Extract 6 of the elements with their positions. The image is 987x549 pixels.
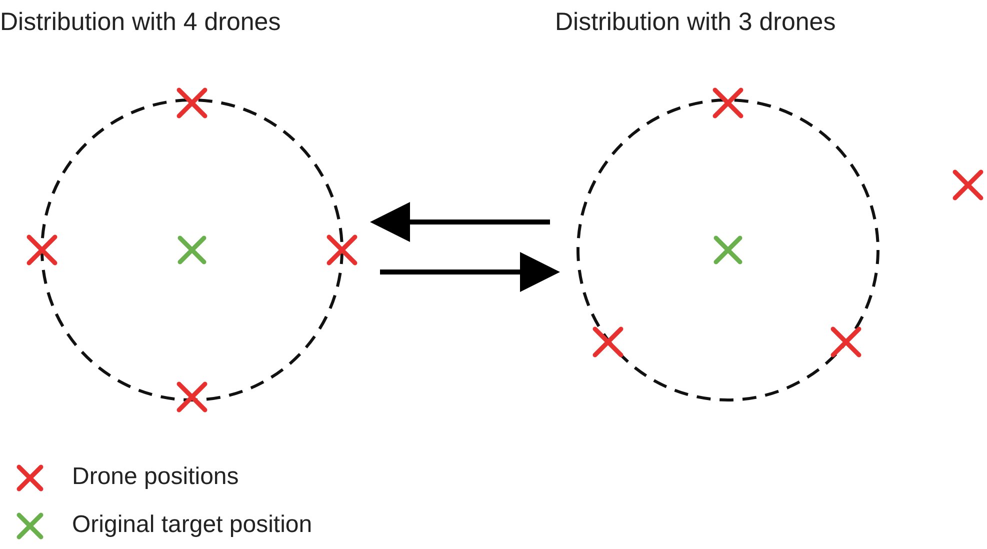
arrow: [370, 202, 550, 242]
arrow: [380, 252, 560, 292]
legend-label: Drone positions: [72, 463, 239, 491]
diagram-heading: Distribution with 4 drones: [0, 8, 281, 37]
legend-label: Original target position: [72, 511, 312, 539]
diagram-heading: Distribution with 3 drones: [555, 8, 836, 37]
